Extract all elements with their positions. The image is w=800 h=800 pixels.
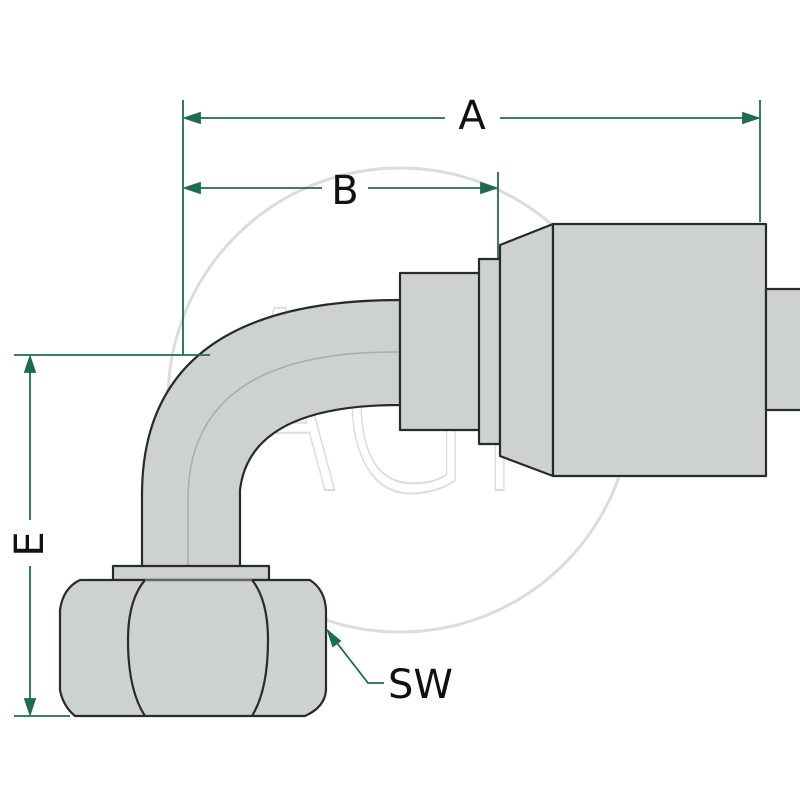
elbow-tube [140,298,402,570]
arrow-b-right [480,181,499,195]
dimension-b [182,181,499,195]
hex-nut-left-face [126,579,146,717]
ferrule-cone [498,222,555,478]
sw-leader [326,628,384,684]
dimension-labels: A B E SW [7,93,486,708]
hose-fitting [58,222,800,718]
dimension-a [182,111,761,125]
ferrule-body [551,222,768,478]
label-b: B [331,168,358,214]
hex-nut-right-face [251,579,270,717]
arrow-e-top [23,354,37,373]
dimension-lines [14,100,761,717]
nut-washer [111,564,271,582]
hose-stub [764,287,800,412]
arrow-b-left [182,181,201,195]
arrow-a-left [182,111,201,125]
label-a: A [458,93,486,139]
label-sw: SW [388,662,453,708]
arrow-e-bottom [23,698,37,717]
label-e: E [7,531,53,556]
hex-nut [58,578,328,718]
arrow-sw [326,628,342,648]
dimension-e [23,354,37,717]
elbow-tube-highlight [187,351,401,568]
arrow-a-right [742,111,761,125]
tube-segment [398,271,482,432]
collar-ring [477,257,502,446]
